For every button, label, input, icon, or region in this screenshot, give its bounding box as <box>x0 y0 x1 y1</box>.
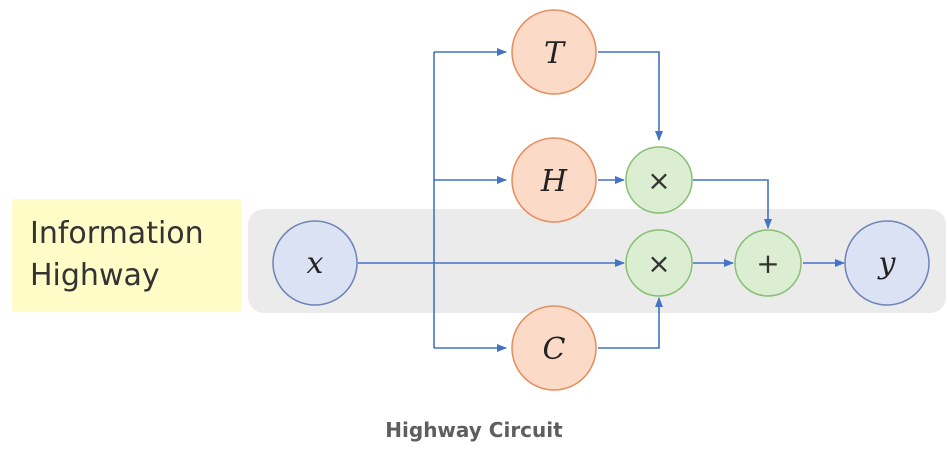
node-C-label: C <box>543 332 566 367</box>
node-x-label: x <box>307 246 324 281</box>
edge-C-to-mul-bottom <box>598 297 663 349</box>
information-highway-label-box <box>12 199 242 312</box>
node-T-label: T <box>544 36 566 71</box>
add-symbol: + <box>756 247 779 280</box>
add-node: + <box>734 229 802 297</box>
label-line-1: Information <box>30 216 204 251</box>
node-H-label: H <box>540 164 568 199</box>
edges <box>358 48 845 352</box>
multiply-bottom-symbol: × <box>647 247 670 280</box>
node-y: y <box>844 220 930 306</box>
information-highway-label: Information Highway <box>30 213 204 297</box>
node-H: H <box>511 137 597 223</box>
node-y-label: y <box>877 246 897 281</box>
edge-mul-top-to-add <box>693 179 772 229</box>
node-x: x <box>272 220 358 306</box>
diagram-caption: Highway Circuit <box>385 418 563 442</box>
highway-lane <box>248 209 946 313</box>
multiply-bottom-node: × <box>625 229 693 297</box>
node-C: C <box>511 305 597 391</box>
multiply-top-symbol: × <box>647 164 670 197</box>
label-line-2: Highway <box>30 258 160 293</box>
node-T: T <box>511 9 597 95</box>
edge-T-to-mul-top <box>598 51 663 141</box>
multiply-top-node: × <box>625 146 693 214</box>
